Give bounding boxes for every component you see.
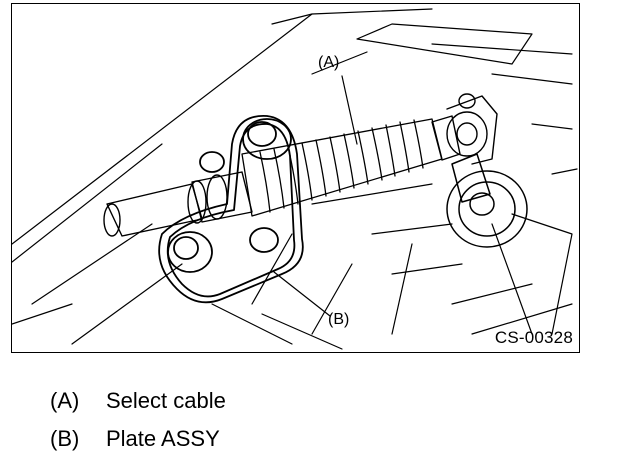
callout-b: (B) [328,311,350,328]
callout-leaders [273,75,358,317]
select-cable-illustration [12,8,578,350]
select-cable [103,93,498,237]
legend-key: (B) [50,426,80,451]
select-lever [446,153,528,248]
legend-key: (A) [50,388,80,413]
diagram-frame: (A) (B) CS-00328 [11,3,580,353]
legend-text: Select cable [106,388,226,413]
legend: (A) Select cable (B) Plate ASSY [50,382,226,458]
transmission-housing-lines [12,8,578,350]
plate-assy [158,115,304,304]
legend-item: (A) Select cable [50,382,226,420]
callout-a: (A) [318,54,340,71]
legend-text: Plate ASSY [106,426,220,451]
legend-item: (B) Plate ASSY [50,420,226,458]
figure-code: CS-00328 [494,328,573,347]
